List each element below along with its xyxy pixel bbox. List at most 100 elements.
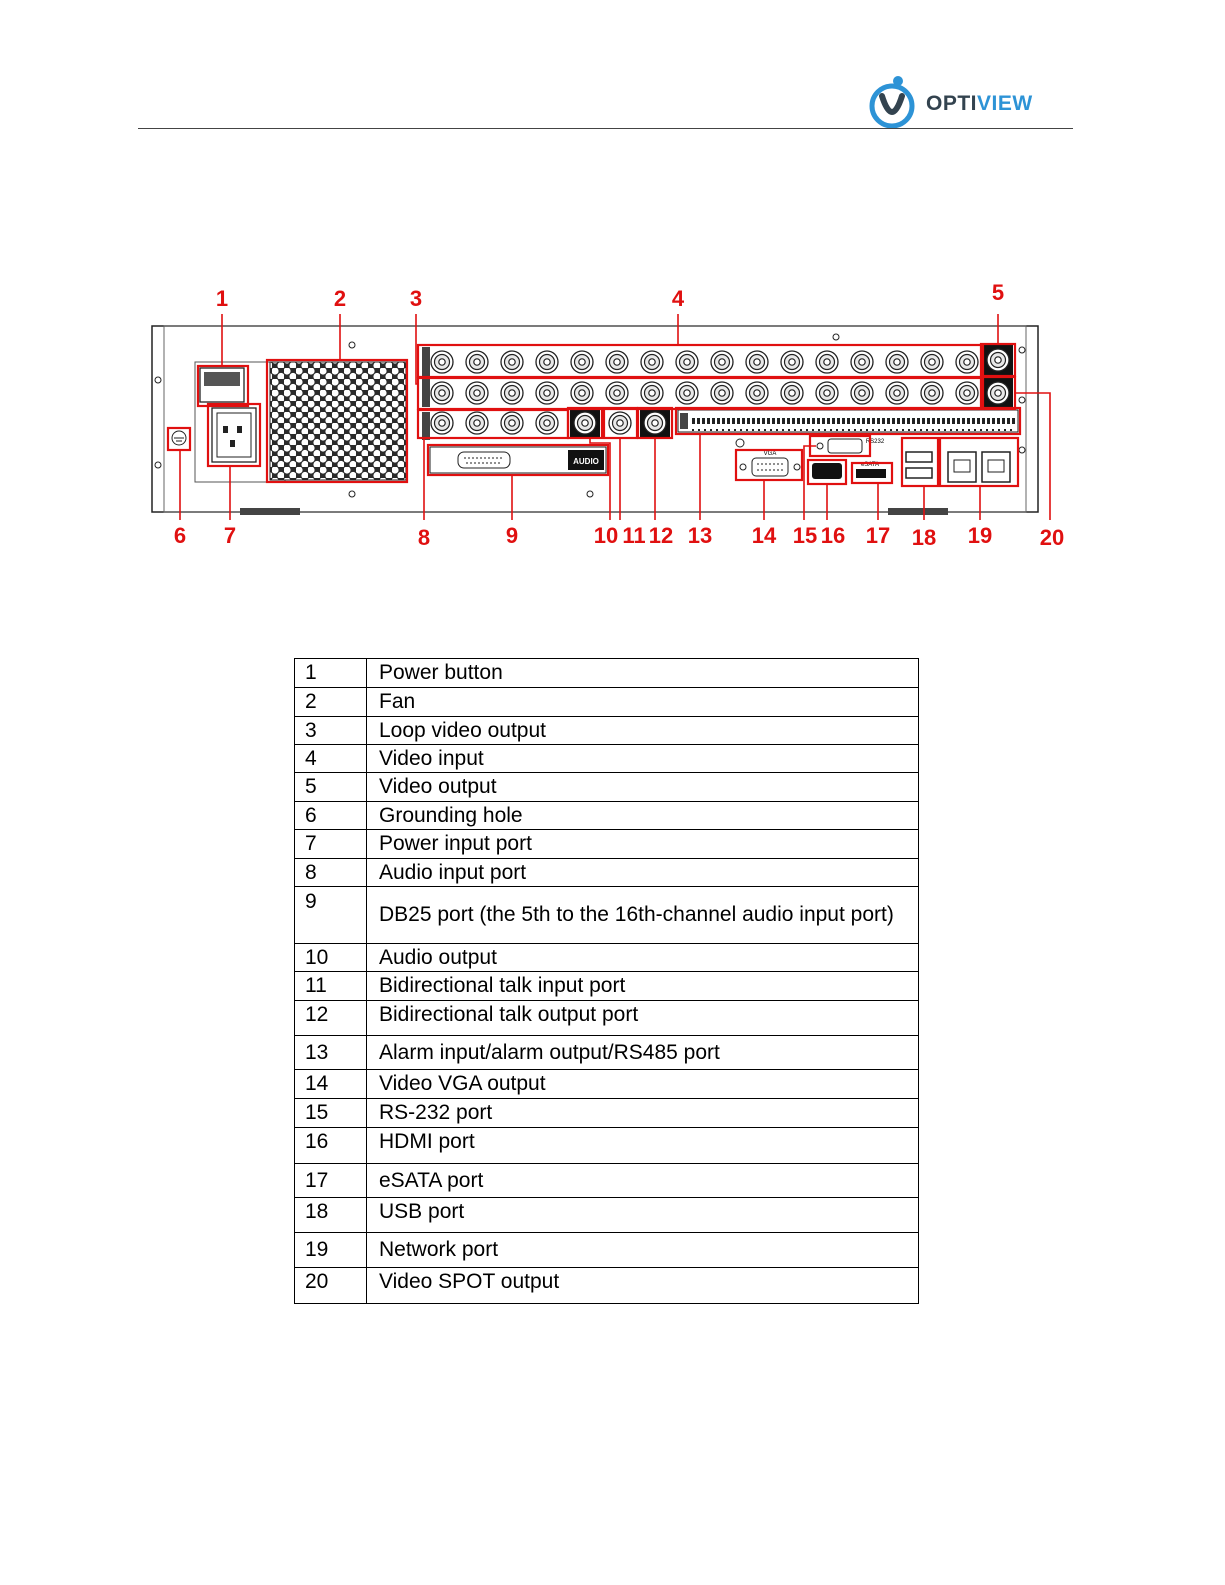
port-description: Power input port [366,829,919,859]
hdmi-port-graphic [812,463,842,479]
port-number: 14 [294,1069,367,1099]
network-port-graphic [947,451,1011,483]
port-description: RS-232 port [366,1098,919,1128]
port-number: 6 [294,801,367,830]
esata-panel-label: eSATA [861,462,879,468]
esata-port-graphic: eSATA [856,462,886,478]
highlight-boxes [166,342,1022,488]
port-description: Audio input port [366,858,919,887]
port-number: 16 [294,1127,367,1164]
callout-14: 14 [752,523,777,548]
callout-13: 13 [688,523,712,548]
callout-5: 5 [992,280,1004,305]
port-number: 11 [294,971,367,1001]
callout-12: 12 [649,523,673,548]
callout-17: 17 [866,523,890,548]
port-number: 4 [294,744,367,773]
alarm-terminal-block [677,409,1019,433]
port-description: Grounding hole [366,801,919,830]
vga-port-graphic: VGA [735,438,801,477]
port-description: Power button [366,658,919,688]
port-description: Loop video output [366,716,919,745]
port-number: 12 [294,1000,367,1036]
port-description: DB25 port (the 5th to the 16th-channel a… [366,886,919,944]
port-number: 8 [294,858,367,887]
callout-4: 4 [672,286,685,311]
audio-panel-label: AUDIO [573,457,599,466]
rs232-port-graphic: RS232 [816,438,885,454]
port-description: Video SPOT output [366,1267,919,1304]
port-number: 1 [294,658,367,688]
port-number: 18 [294,1197,367,1233]
port-description: Bidirectional talk input port [366,971,919,1001]
port-number: 2 [294,687,367,717]
callout-6: 6 [174,523,186,548]
port-description: USB port [366,1197,919,1233]
callout-16: 16 [821,523,845,548]
rs232-panel-label: RS232 [866,439,885,445]
callout-8: 8 [418,525,430,550]
callout-11: 11 [622,523,645,548]
vga-panel-label: VGA [764,451,777,457]
port-description: Alarm input/alarm output/RS485 port [366,1035,919,1070]
callout-7: 7 [224,523,236,548]
grounding-hole-graphic [171,430,187,446]
optiview-logo-icon [869,76,915,129]
port-number: 3 [294,716,367,745]
callout-20: 20 [1040,525,1064,550]
logo-wordmark: OPTIVIEW [926,92,1033,116]
callout-10: 10 [594,523,618,548]
port-number: 20 [294,1267,367,1304]
port-number: 9 [294,886,367,944]
audio-connectors [422,407,671,440]
callout-9: 9 [506,523,518,548]
power-input-graphic [211,407,257,463]
port-description: eSATA port [366,1163,919,1198]
callout-15: 15 [793,523,817,548]
db25-port-graphic: AUDIO [429,446,607,474]
callout-2: 2 [334,286,346,311]
port-number: 7 [294,829,367,859]
usb-port-graphic [905,451,933,479]
callout-3: 3 [410,286,422,311]
fan-grille-graphic [269,361,407,481]
port-description: HDMI port [366,1127,919,1164]
optiview-logo: OPTIVIEW [868,70,1068,130]
port-number: 13 [294,1035,367,1070]
leader-lines [179,314,1051,520]
port-number: 5 [294,772,367,802]
port-description: Bidirectional talk output port [366,1000,919,1036]
logo-wordmark-part1: OPTI [926,92,978,115]
port-number: 15 [294,1098,367,1128]
port-number: 10 [294,943,367,972]
logo-wordmark-part2: VIEW [977,92,1033,115]
port-description: Video input [366,744,919,773]
port-number: 17 [294,1163,367,1198]
callout-18: 18 [912,525,936,550]
port-description: Audio output [366,943,919,972]
port-description: Video output [366,772,919,802]
port-description: Video VGA output [366,1069,919,1099]
header-divider [138,128,1073,129]
port-number: 19 [294,1232,367,1268]
